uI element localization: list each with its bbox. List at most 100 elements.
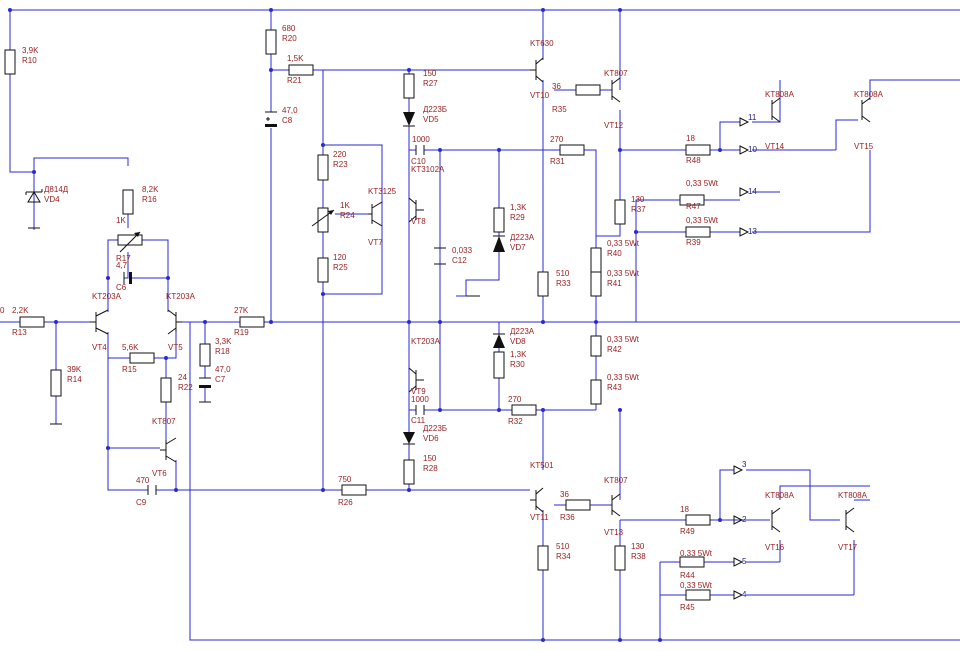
resistor-r48: [685, 144, 711, 156]
label-c8-value: 47,0: [282, 106, 298, 115]
resistor-r25: [317, 257, 329, 283]
label-vt17-name: VT17: [838, 543, 858, 552]
label-r34-value: 510: [556, 542, 570, 551]
label-r37-value: 130: [631, 195, 645, 204]
label-r10-value: 3,9K: [22, 46, 39, 55]
resistors: [4, 29, 711, 601]
label-r32-value: 270: [508, 395, 522, 404]
transistor-vt17: [845, 507, 855, 533]
label-r36-value: 36: [560, 490, 569, 499]
label-c11-value: 1000: [411, 395, 429, 404]
label-r39-name: R39: [686, 238, 701, 247]
label-vt11-name: VT11: [530, 513, 549, 522]
label-c9-name: C9: [136, 498, 147, 507]
label-r15-name: R15: [122, 365, 137, 374]
resistor-r29: [493, 207, 505, 233]
label-r40-value: 0,33 5Wt: [607, 239, 640, 248]
label-c7-name: C7: [215, 375, 226, 384]
transistor-vt8: [408, 197, 424, 223]
resistor-r31: [559, 144, 585, 156]
transistor-vt4: [90, 309, 109, 335]
resistor-r30: [493, 351, 505, 379]
label-r16-value: 8,2K: [142, 185, 159, 194]
label-vd8-type: Д223А: [510, 327, 535, 336]
resistor-r37: [614, 199, 626, 225]
label-node-13: 13: [748, 227, 757, 236]
label-node-11: 11: [748, 113, 757, 122]
resistor-r17: [117, 234, 143, 246]
label-r47-name: R47: [686, 202, 701, 211]
label-r23-name: R23: [333, 160, 348, 169]
label-r35-value: 36: [552, 82, 561, 91]
label-vt5-type: KT203A: [166, 292, 196, 301]
label-vt9-name: VT9: [411, 387, 426, 396]
label-node-3: 3: [742, 460, 747, 469]
transistor-vt16: [771, 507, 781, 533]
label-r40-name: R40: [607, 249, 622, 258]
label-input-0: 0: [0, 306, 5, 315]
label-r13-name: R13: [12, 328, 27, 337]
label-r36-name: R36: [560, 513, 575, 522]
transistor-vt7: [368, 201, 383, 227]
label-vt15-name: VT15: [854, 142, 874, 151]
wires: [0, 9, 960, 641]
resistor-r21: [288, 64, 314, 76]
label-r22-name: R22: [178, 383, 193, 392]
label-c7-value: 47,0: [215, 365, 231, 374]
resistor-r27: [403, 73, 415, 99]
label-r38-value: 130: [631, 542, 645, 551]
label-r14-value: 39K: [67, 365, 82, 374]
resistor-r14: [50, 369, 62, 397]
label-vt10-name: VT10: [530, 91, 550, 100]
label-r27-value: 150: [423, 69, 437, 78]
label-r20-value: 680: [282, 24, 296, 33]
label-r29-name: R29: [510, 213, 525, 222]
label-r47-value: 0,33 5Wt: [686, 179, 719, 188]
label-vd6-name: VD6: [423, 434, 439, 443]
label-r26-name: R26: [338, 498, 353, 507]
resistor-r24: [317, 207, 329, 233]
label-r33-name: R33: [556, 279, 571, 288]
label-r18-name: R18: [215, 347, 230, 356]
label-r37-name: R37: [631, 205, 646, 214]
label-vt7-type: KT3125: [368, 187, 397, 196]
resistor-r44: [679, 556, 705, 568]
label-vt14-type: KT808A: [765, 90, 795, 99]
label-r45-name: R45: [680, 603, 695, 612]
label-vd7-name: VD7: [510, 243, 526, 252]
resistor-r47: [679, 194, 705, 206]
resistor-r34: [537, 545, 549, 571]
label-r19-value: 27K: [234, 306, 249, 315]
resistor-r33: [537, 271, 549, 297]
label-vt15-type: KT808A: [854, 90, 884, 99]
label-node-14: 14: [748, 187, 757, 196]
label-c12-value: 0,033: [452, 246, 473, 255]
transistor-vt10: [530, 57, 544, 83]
label-r49-name: R49: [680, 527, 695, 536]
resistor-r15: [129, 352, 155, 364]
label-vt13-type: KT807: [604, 476, 628, 485]
label-vt17-type: KT808A: [838, 491, 868, 500]
label-r20-name: R20: [282, 34, 297, 43]
label-r14-name: R14: [67, 375, 82, 384]
label-node-5: 5: [742, 557, 747, 566]
label-r28-value: 150: [423, 454, 437, 463]
resistor-r22: [160, 377, 172, 403]
label-vd4-type: Д814Д: [44, 185, 69, 194]
label-r31-value: 270: [550, 135, 564, 144]
label-r44-value: 0,33 5Wt: [680, 549, 713, 558]
resistor-r28: [403, 459, 415, 485]
label-vd7-type: Д223А: [510, 233, 535, 242]
label-r43-name: R43: [607, 383, 622, 392]
resistor-r20: [265, 29, 277, 55]
label-vt5-name: VT5: [168, 343, 183, 352]
label-r39-value: 0,33 5Wt: [686, 216, 719, 225]
label-r30-value: 1,3K: [510, 350, 527, 359]
label-r16-name: R16: [142, 195, 157, 204]
resistor-r36: [565, 499, 591, 511]
label-r24-name: R24: [340, 211, 355, 220]
label-r17-name: R17: [116, 254, 131, 263]
label-r17-type: 1K: [116, 216, 126, 225]
resistor-r13: [19, 316, 45, 328]
resistor-r40: [590, 247, 602, 273]
